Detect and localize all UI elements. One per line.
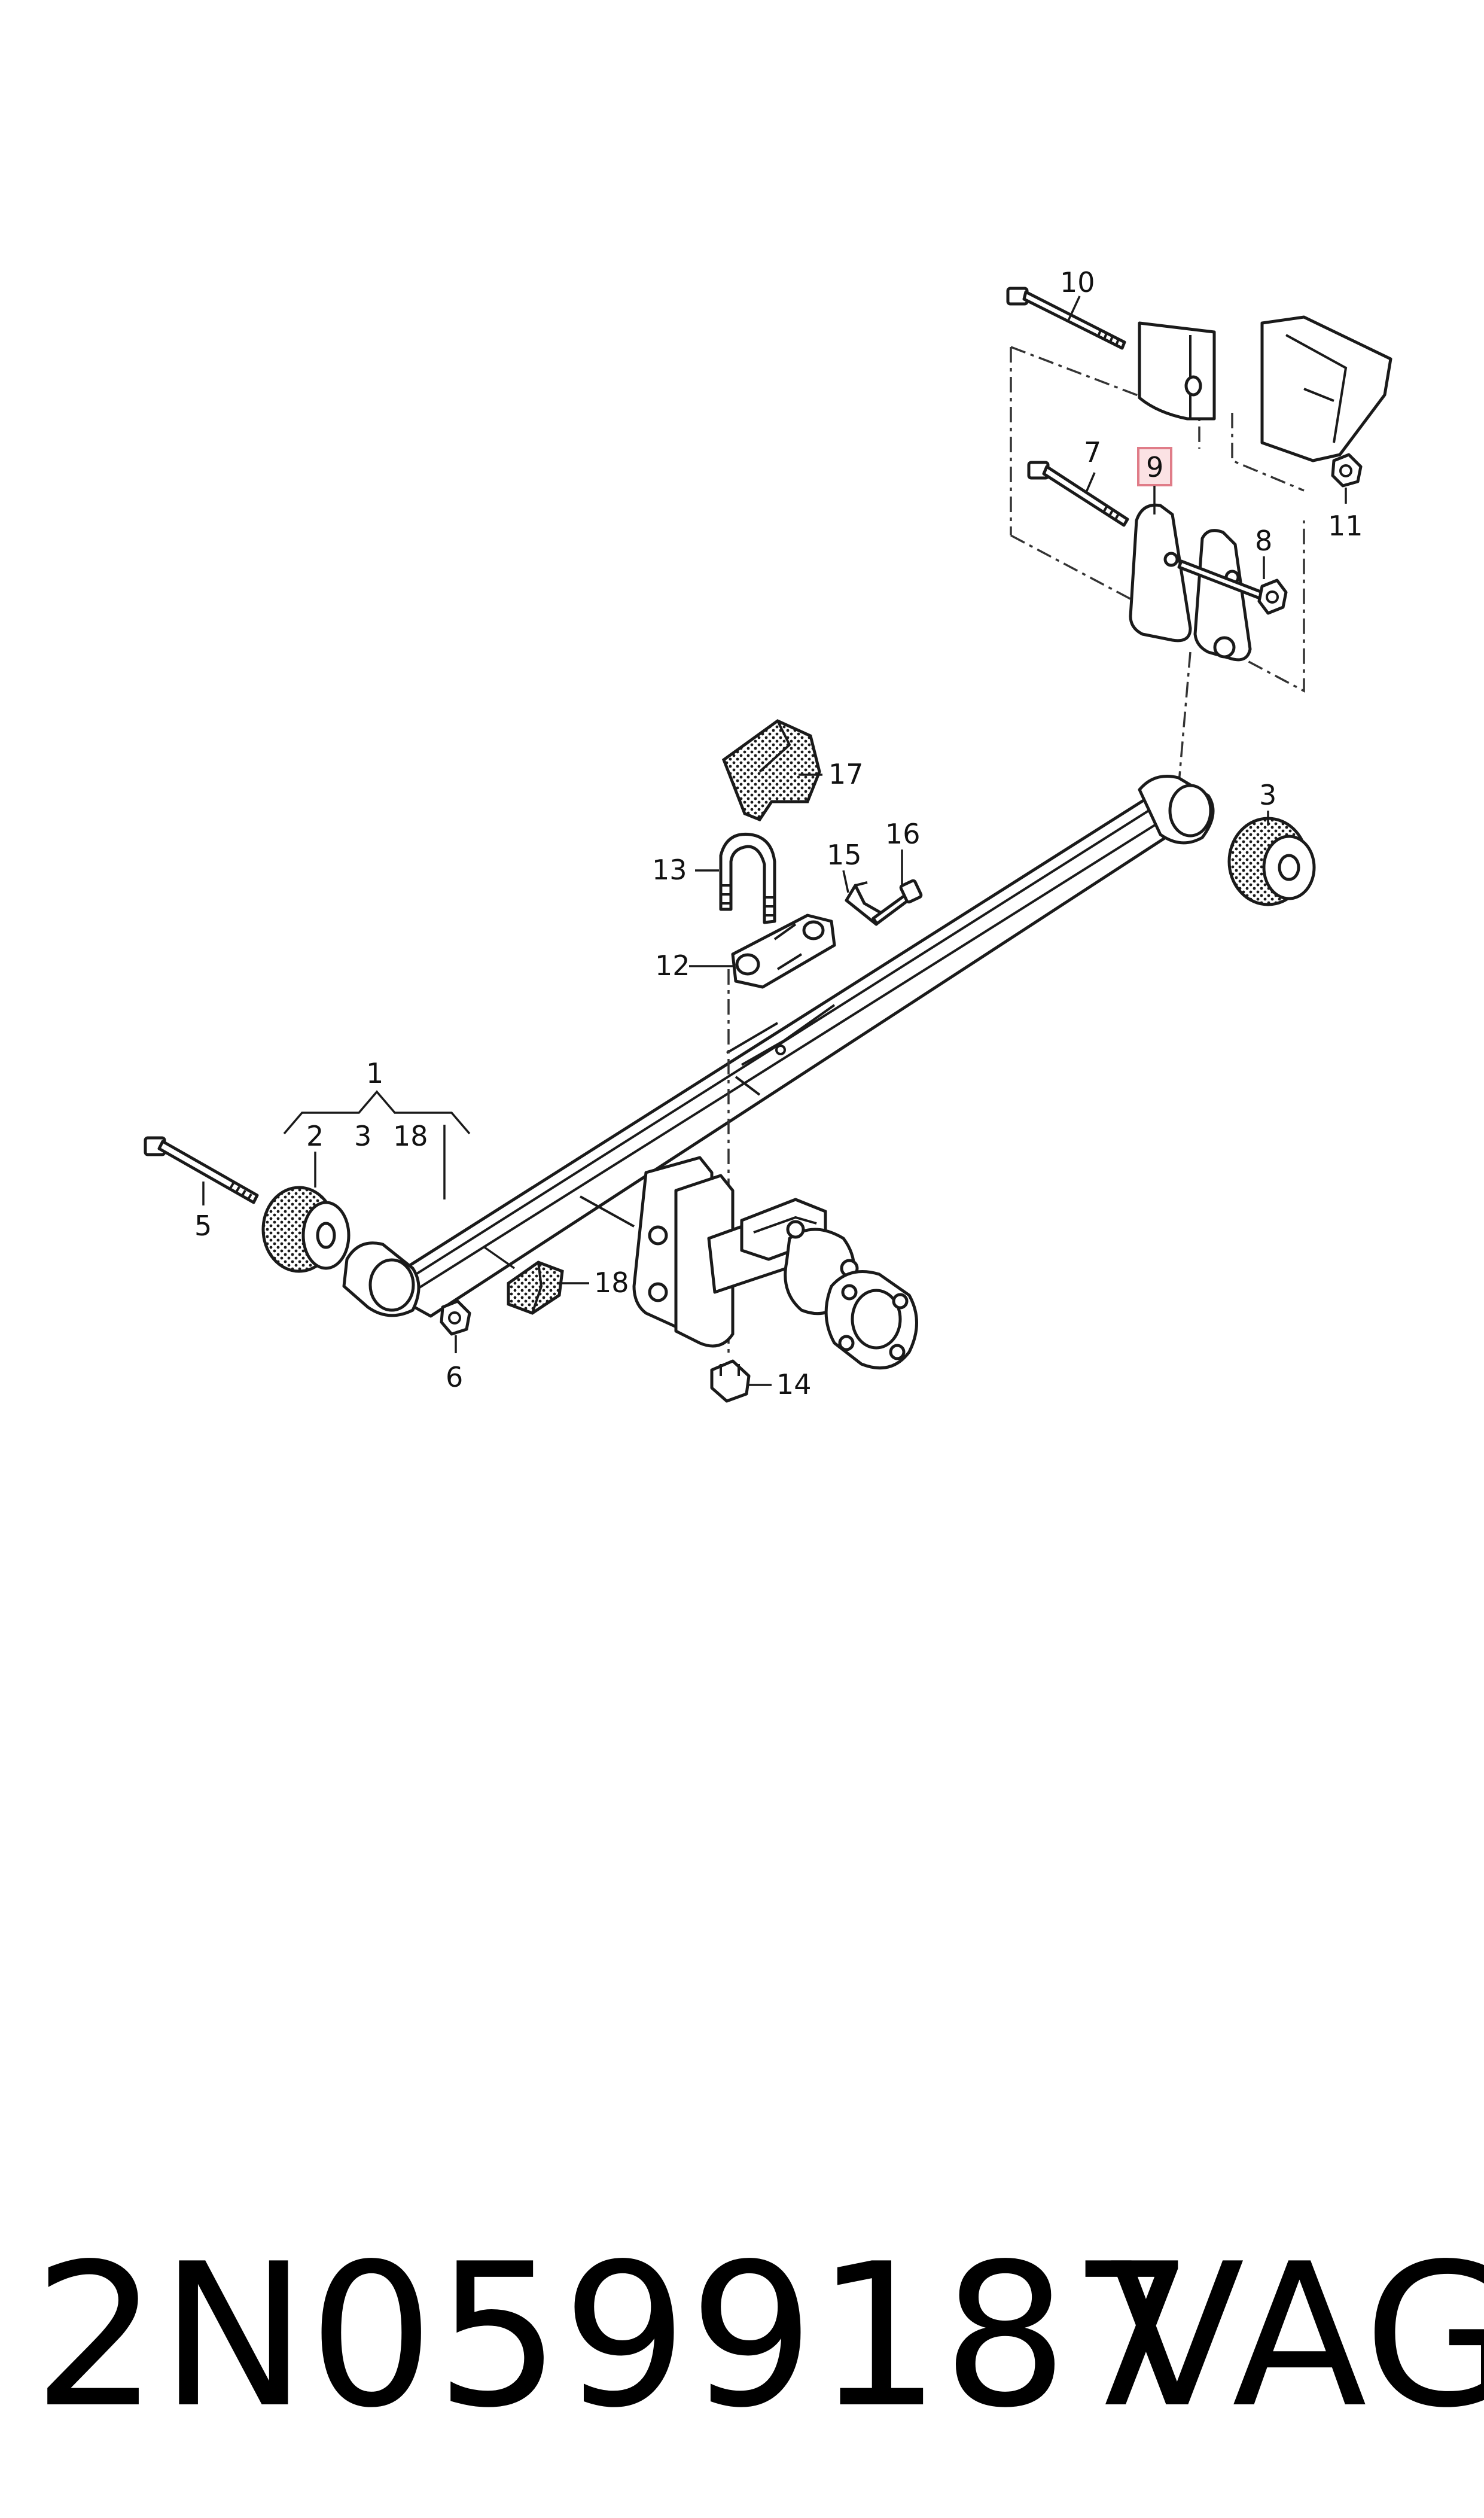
nut-11: [1331, 453, 1363, 488]
callout-15: 15: [827, 839, 862, 871]
callout-10: 10: [1060, 266, 1095, 299]
callout-3: 3: [1259, 779, 1276, 811]
callout-18: 18: [594, 1266, 629, 1299]
callout-11: 11: [1328, 510, 1363, 542]
leader-10: [1066, 296, 1081, 322]
bushing-3: [1227, 817, 1316, 906]
upper-bracket-group: [1010, 315, 1392, 693]
nut-8: [1257, 578, 1288, 615]
leaf-spring: [342, 775, 1215, 1318]
pad-18: [507, 1260, 564, 1315]
callout-14: 14: [776, 1368, 812, 1400]
bump-stop-17: [721, 719, 821, 822]
callouts: 10 7 9 8 11 3 17 16 15 13 12 1: [194, 266, 1363, 1400]
leader-18-a: [483, 1246, 516, 1269]
shackle-link-line: [1177, 651, 1192, 790]
callout-6: 6: [446, 1361, 463, 1393]
callout-13: 13: [652, 854, 687, 886]
nut-14: [710, 1359, 751, 1403]
nut-6: [440, 1299, 471, 1336]
bolt-10: [1006, 287, 1126, 350]
u-bolt-13: [719, 832, 776, 924]
callout-17: 17: [828, 758, 864, 790]
callout-3-group: 3: [354, 1120, 371, 1152]
callout-18-group: 18: [393, 1120, 428, 1152]
brand-label: VAG: [1110, 2221, 1484, 2451]
bolt-16: [871, 879, 923, 925]
bushing-2: [261, 1186, 351, 1273]
axle-hub-assembly: [580, 1156, 918, 1370]
leader-15: [842, 870, 849, 893]
callout-9-highlight: [1137, 447, 1172, 486]
callout-8: 8: [1255, 525, 1272, 557]
part-number: 2N0599187: [33, 2221, 1196, 2451]
callout-16: 16: [885, 818, 921, 850]
clip-15: [845, 881, 887, 926]
bolt-5: [144, 1136, 259, 1204]
leader-7: [1084, 472, 1096, 494]
callout-1: 1: [366, 1057, 383, 1089]
callout-9: 9: [1146, 451, 1163, 483]
callout-2: 2: [306, 1120, 324, 1152]
group-bracket-1: [283, 1090, 471, 1135]
bolt-7: [1027, 461, 1129, 527]
clamp-plate-12: [731, 914, 836, 989]
callout-5: 5: [194, 1210, 212, 1242]
callout-12: 12: [655, 949, 690, 982]
callout-7: 7: [1084, 436, 1101, 468]
